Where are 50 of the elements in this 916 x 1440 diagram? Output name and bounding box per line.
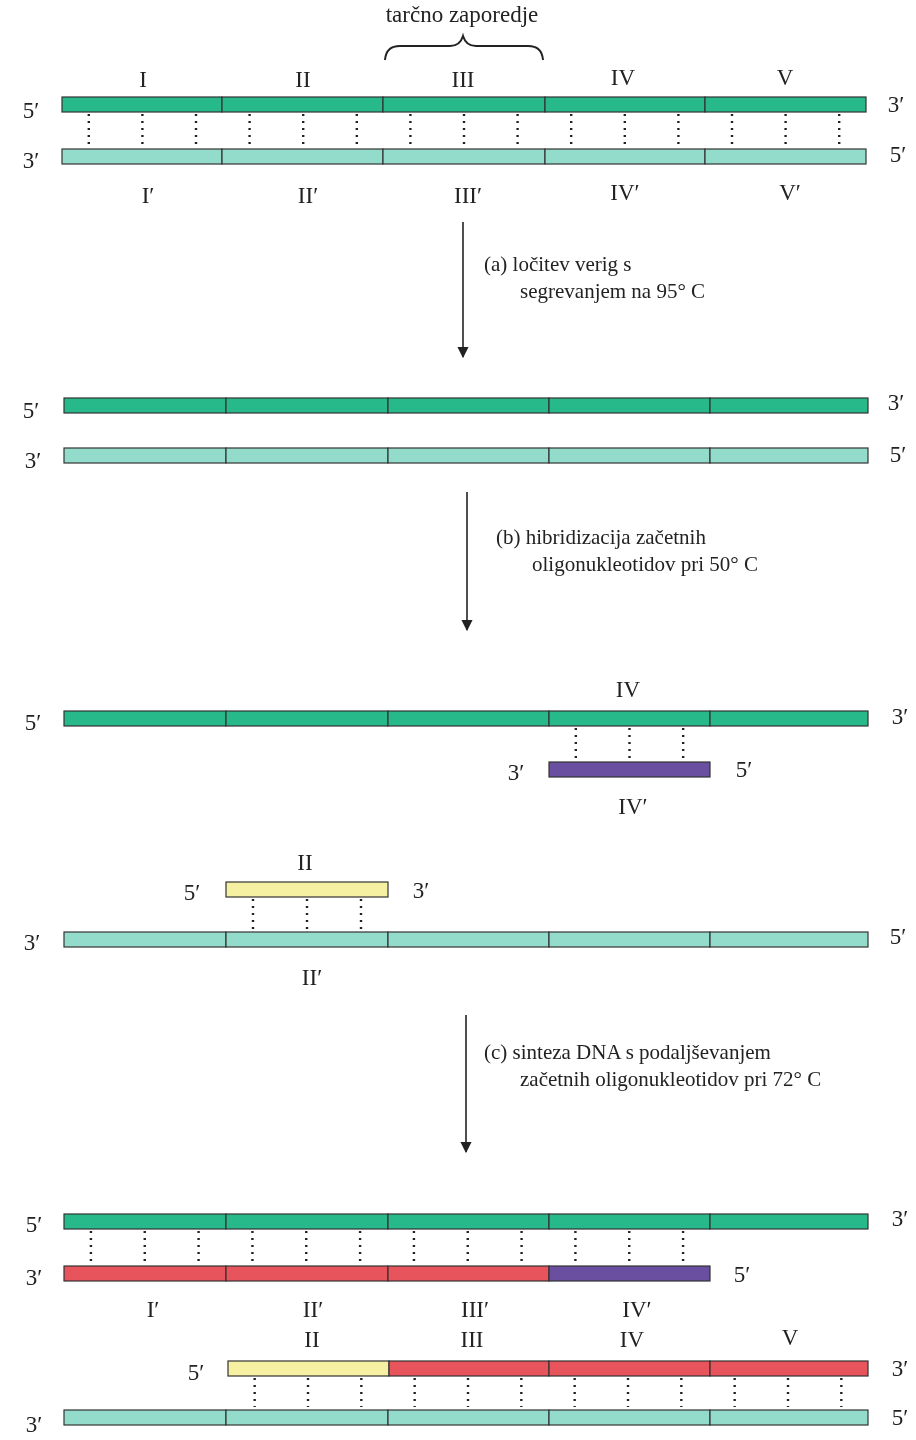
segment-label: V	[781, 1325, 799, 1351]
segment-label: IV	[610, 65, 636, 91]
strand-end-label: 5′	[889, 924, 907, 950]
strand-end-label: 3′	[22, 148, 40, 174]
segment-label: V	[776, 65, 794, 91]
segment-label: III′	[454, 183, 482, 209]
segment-label: II′	[302, 1297, 324, 1323]
target-sequence-label: tarčno zaporedje	[385, 2, 539, 28]
strand-end-label: 5′	[183, 880, 201, 906]
segment-label: II′	[297, 183, 319, 209]
strand-end-label: 5′	[25, 1212, 43, 1238]
segment-label: III	[451, 67, 475, 93]
strand-end-label: 3′	[891, 1356, 909, 1382]
segment-label: II′	[301, 965, 323, 991]
strand-end-label: 3′	[412, 878, 430, 904]
strand-end-label: 3′	[891, 704, 909, 730]
strand-end-label: 5′	[733, 1262, 751, 1288]
segment-label: I′	[146, 1297, 160, 1323]
strand-end-label: 3′	[23, 930, 41, 956]
process-step-text: (a) ločitev verig s segrevanjem na 95° C	[484, 251, 707, 305]
segment-label: II	[295, 67, 311, 93]
segment-label: II	[297, 850, 313, 876]
segment-label: V′	[779, 180, 801, 206]
segment-label: III	[460, 1327, 484, 1353]
strand-end-label: 5′	[889, 442, 907, 468]
segment-label: IV′	[622, 1297, 652, 1323]
strand-end-label: 5′	[22, 398, 40, 424]
strand-end-label: 5′	[187, 1360, 205, 1386]
strand-end-label: 3′	[887, 390, 905, 416]
segment-label: III′	[461, 1297, 489, 1323]
strand-end-label: 3′	[507, 760, 525, 786]
strand-end-label: 5′	[24, 710, 42, 736]
strand-end-label: 3′	[25, 1265, 43, 1291]
strand-end-label: 5′	[891, 1405, 909, 1431]
segment-label: I′	[141, 183, 155, 209]
strand-end-label: 5′	[22, 98, 40, 124]
strand-end-label: 3′	[24, 448, 42, 474]
segment-label: I	[139, 67, 147, 93]
segment-label: II	[304, 1327, 320, 1353]
segment-label: IV	[615, 677, 641, 703]
strand-end-label: 5′	[735, 757, 753, 783]
segment-label: IV′	[610, 180, 640, 206]
process-step-text: (b) hibridizacija začetnih oligonukleotidov pri 50° C	[496, 524, 759, 578]
strand-end-label: 3′	[891, 1206, 909, 1232]
segment-label: IV′	[618, 794, 648, 820]
segment-label: IV	[619, 1327, 645, 1353]
process-step-text: (c) sinteza DNA s podaljševanjem začetnih oligonukleotidov pri 72° C	[484, 1039, 823, 1093]
strand-end-label: 3′	[887, 92, 905, 118]
strand-end-label: 3′	[25, 1412, 43, 1438]
strand-end-label: 5′	[889, 142, 907, 168]
